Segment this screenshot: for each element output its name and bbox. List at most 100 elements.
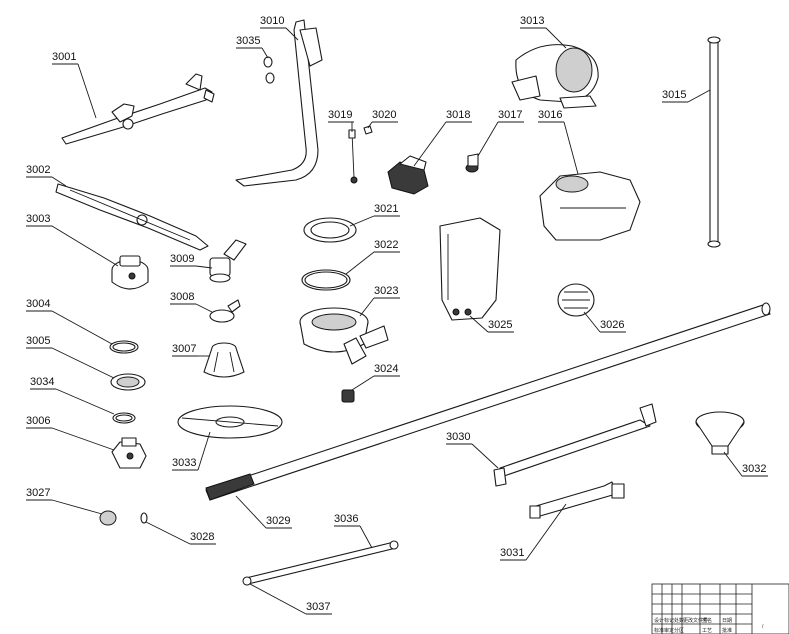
callout-label-3021: 3021 [374,203,398,215]
callout-leader-3035 [261,47,269,59]
callout-leader-3015 [687,89,711,103]
callout-3018: 3018 [413,109,472,167]
callout-label-3007: 3007 [172,343,196,355]
part-3031-hose-bend [529,481,625,519]
tb-cell-7: 签名 [702,617,712,624]
part-3016-sump-housing [539,171,641,241]
callout-leader-3005 [51,347,115,379]
tb-cell-1: 标准 [654,627,664,634]
callout-leader-3016 [563,121,579,175]
callout-leader-3037 [249,583,307,615]
callout-leader-3036 [359,525,373,549]
callout-label-3024: 3024 [374,363,398,375]
part-3003-pump-head [111,255,149,290]
callout-label-3027: 3027 [26,487,50,499]
callout-label-3008: 3008 [170,291,194,303]
callout-3023: 3023 [359,285,400,317]
callout-label-3006: 3006 [26,415,50,427]
callout-3020: 3020 [367,109,398,129]
part-3015-vertical-pipe [707,36,721,248]
callout-leader-3031 [525,503,567,561]
tb-cell-0: 设计 [654,617,664,624]
callout-label-3020: 3020 [372,109,396,121]
callout-3007: 3007 [172,343,210,357]
callout-label-3032: 3032 [742,463,766,475]
callout-leader-3023 [359,297,375,317]
tb-corner-mark: / [762,624,764,630]
callout-3026: 3026 [583,311,626,333]
part-3022-o-ring [301,269,351,291]
callout-label-3033: 3033 [172,457,196,469]
part-3026-grille-cover [557,283,595,317]
part-3030-hose [493,403,657,487]
callout-3001: 3001 [52,51,97,119]
callout-3022: 3022 [345,239,400,275]
part-3005-seal [110,373,146,391]
callout-label-3004: 3004 [26,298,50,310]
callout-label-3001: 3001 [52,51,76,63]
part-3027-cap [99,510,117,526]
callout-leader-3028 [145,521,191,545]
callout-3004: 3004 [26,298,113,345]
part-3017-valve-plug [465,153,479,173]
part-3004-ring [109,340,139,354]
part-3008-small-cap [209,299,241,323]
callout-label-3022: 3022 [374,239,398,251]
part-3013-circulation-pump [511,44,599,109]
part-3019-sensor-wire [348,129,358,184]
callout-leader-3010 [285,27,299,41]
callout-label-3031: 3031 [500,547,524,559]
part-3018-connector [387,155,429,195]
callout-3033: 3033 [172,431,211,471]
callout-3024: 3024 [351,363,400,391]
callout-leader-3003 [51,225,119,267]
callout-3009: 3009 [170,253,213,269]
callout-leader-3022 [345,251,375,275]
callout-3021: 3021 [349,203,400,227]
callout-leader-3032 [723,451,743,477]
part-3035-rings [263,56,275,84]
callout-leader-3027 [51,499,103,515]
callout-3006: 3006 [26,415,115,451]
part-3006-valve-body [111,437,147,469]
callout-label-3026: 3026 [600,319,624,331]
callout-leader-3006 [51,427,115,451]
callout-label-3017: 3017 [498,109,522,121]
callout-leader-3034 [55,388,115,415]
callout-3013: 3013 [520,15,567,49]
callout-label-3025: 3025 [488,319,512,331]
callout-3016: 3016 [538,109,579,175]
callout-3010: 3010 [260,15,299,41]
callout-leader-3009 [195,265,213,269]
callout-3015: 3015 [662,89,711,103]
callout-leader-3029 [235,495,267,529]
tb-cell-9: 工艺 [702,628,712,634]
callout-leader-3017 [477,121,499,157]
callout-label-3023: 3023 [374,285,398,297]
callout-leader-3008 [195,303,213,313]
part-3002-lower-spray-arm [55,183,209,251]
part-3010-feed-pipe [235,19,323,187]
tb-cell-8: 日期 [722,618,732,624]
tb-cell-10: 批准 [722,627,732,634]
callout-3025: 3025 [469,315,514,333]
callout-leader-3026 [583,311,601,333]
part-3025-filter-panel [439,217,501,321]
callout-3031: 3031 [500,503,567,561]
callout-label-3035: 3035 [236,35,260,47]
callout-label-3002: 3002 [26,164,50,176]
callout-label-3010: 3010 [260,15,284,27]
callout-leader-3021 [349,215,375,227]
callout-3034: 3034 [30,376,115,415]
callout-label-3005: 3005 [26,335,50,347]
part-3034-o-ring [112,412,136,424]
part-3029-drain-hose [205,302,771,501]
tb-cell-5: 分区 [674,627,684,634]
callout-label-3028: 3028 [190,531,214,543]
part-3020-clip [363,125,373,135]
callout-3005: 3005 [26,335,115,379]
callout-leader-3020 [367,121,373,129]
callout-3008: 3008 [170,291,213,313]
